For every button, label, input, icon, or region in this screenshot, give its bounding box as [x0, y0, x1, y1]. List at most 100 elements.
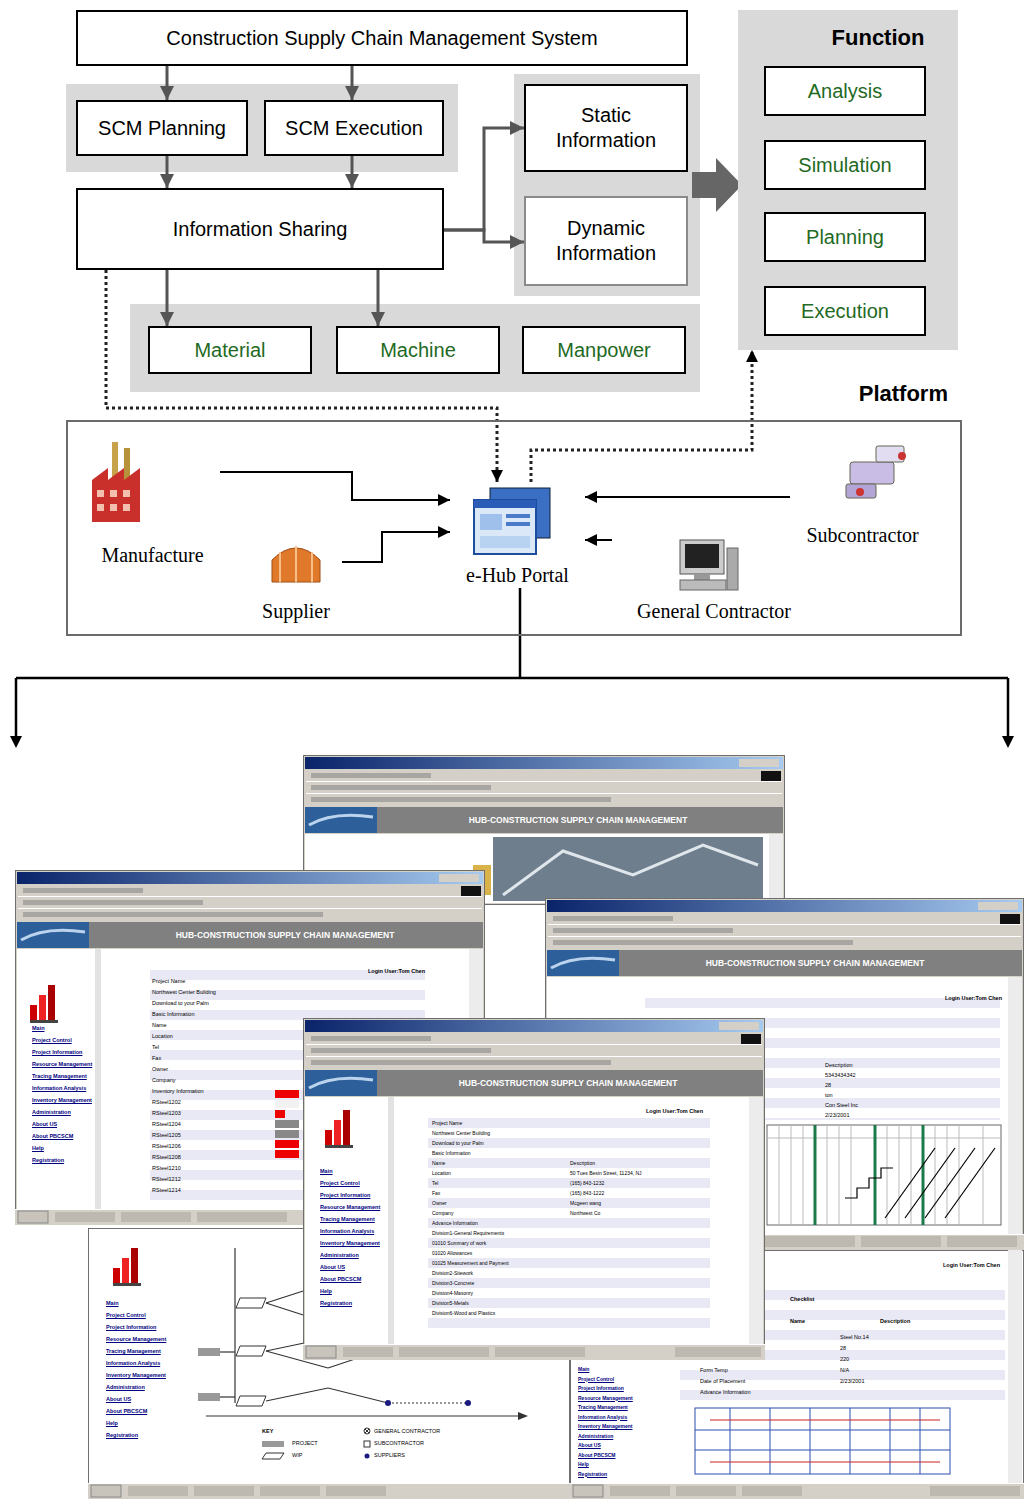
login-text: Login User:Tom Chen	[910, 995, 1002, 1002]
table-cell: 2/23/2001	[825, 1112, 1005, 1119]
table-cell: Fax	[432, 1190, 564, 1196]
node-label: SCM Planning	[98, 116, 226, 141]
table-cell: 50 Tues Besin Street, 11234, NJ	[570, 1170, 700, 1176]
process-box: Information Sharing	[76, 188, 444, 270]
big-arrow	[692, 158, 742, 212]
table-cell: Owner	[152, 1066, 272, 1073]
table-cell: Basic Information	[432, 1150, 564, 1156]
table-cell: Project Name	[432, 1120, 564, 1126]
table-cell: Basic Information	[152, 1011, 272, 1018]
table-cell: Description	[570, 1160, 700, 1166]
table-cell: Inventory Information	[152, 1088, 272, 1095]
resource-box: Machine	[336, 326, 500, 374]
menu-link: Project Control	[106, 1312, 168, 1319]
menu-link: Resource Management	[320, 1204, 380, 1211]
node-label: Information Sharing	[173, 217, 348, 242]
node-label: Simulation	[798, 153, 891, 178]
table-cell: Division4-Masonry	[432, 1290, 564, 1296]
table-cell: 5343434342	[825, 1072, 1005, 1079]
node-label: Machine	[380, 338, 456, 363]
menu-link: Information Analysis	[320, 1228, 380, 1235]
menu-link: Project Control	[578, 1376, 638, 1382]
grey-band	[66, 74, 700, 392]
table-cell: Advance Information	[432, 1220, 564, 1226]
node-label: SCM Execution	[285, 116, 423, 141]
node-label: Supplier	[262, 599, 330, 624]
table-cell: Northwest Co	[570, 1210, 700, 1216]
table-cell: Division2-Sitework	[432, 1270, 564, 1276]
node-label: Planning	[806, 225, 884, 250]
menu-link: Main	[106, 1300, 168, 1307]
resource-box: Material	[148, 326, 312, 374]
connector	[585, 539, 612, 541]
menu-link: Registration	[106, 1432, 168, 1439]
login-text: Login User:Tom Chen	[628, 1108, 703, 1115]
table-cell: N/A	[840, 1367, 960, 1374]
menu-link: Inventory Management	[578, 1423, 638, 1429]
node-label: Material	[194, 338, 265, 363]
table-cell: SUPPLIERS	[374, 1452, 484, 1459]
table-cell: Advance Information	[700, 1389, 820, 1396]
screen-header: HUB-CONSTRUCTION SUPPLY CHAIN MANAGEMENT	[378, 815, 778, 825]
party-node: General Contractor	[612, 530, 816, 624]
table-cell: (165) 843-1222	[570, 1190, 700, 1196]
table-cell: Name	[432, 1160, 564, 1166]
split-bracket	[16, 588, 1008, 736]
arrow-head	[10, 736, 22, 748]
function-box: Simulation	[764, 140, 926, 190]
table-cell: Download to your Palm	[152, 1000, 272, 1007]
connector	[585, 496, 790, 498]
table-cell: Location	[432, 1170, 564, 1176]
menu-link: Registration	[32, 1157, 94, 1164]
connector	[444, 128, 524, 230]
info-box: Static Information	[524, 84, 688, 172]
table-cell: Northwest Center Building	[432, 1130, 564, 1136]
menu-link: Help	[106, 1420, 168, 1427]
process-box: SCM Planning	[76, 100, 248, 156]
table-cell: Date of Placement	[700, 1378, 820, 1385]
function-panel: FunctionAnalysisSimulationPlanningExecut…	[738, 10, 958, 350]
table-cell: Owner	[432, 1200, 564, 1206]
party-node: Supplier	[250, 532, 342, 624]
menu-link: Project Control	[32, 1037, 94, 1044]
node-label: e-Hub Portal	[466, 563, 569, 588]
browser-window: HUB-CONSTRUCTION SUPPLY CHAIN MANAGEMENT…	[303, 1018, 765, 1360]
table-cell: (165) 843-1232	[570, 1180, 700, 1186]
table-cell: ton	[825, 1092, 1005, 1099]
table-cell: RSteel1208	[152, 1154, 272, 1161]
table-cell: RSteel1214	[152, 1187, 272, 1194]
table-cell: Division5-Metals	[432, 1300, 564, 1306]
connector	[106, 270, 497, 482]
screen-header: HUB-CONSTRUCTION SUPPLY CHAIN MANAGEMENT	[620, 958, 1010, 968]
info-box: Dynamic Information	[524, 196, 688, 286]
supplier-icon	[272, 546, 320, 582]
panel-heading: Platform	[859, 380, 948, 408]
node-label: Execution	[801, 299, 889, 324]
table-cell: Project Name	[152, 978, 272, 985]
menu-link: About US	[106, 1396, 168, 1403]
table-cell: SUBCONTRACTOR	[374, 1440, 484, 1447]
table-cell: Company	[432, 1210, 564, 1216]
table-cell: Description	[825, 1062, 1005, 1069]
menu-link: Project Information	[320, 1192, 380, 1199]
menu-link: Resource Management	[106, 1336, 168, 1343]
menu-link: Project Information	[578, 1385, 638, 1391]
connector	[166, 66, 169, 100]
factory-icon	[92, 442, 140, 522]
platform-frame: PlatformManufactureSuppliere-Hub PortalS…	[66, 420, 962, 636]
connector	[220, 472, 450, 500]
panel-heading: Function	[808, 24, 948, 52]
table-cell: Division1-General Requirements	[432, 1230, 564, 1236]
table-cell: 2/23/2001	[840, 1378, 960, 1385]
menu-link: Administration	[32, 1109, 94, 1116]
table-cell: Download to your Palm	[432, 1140, 564, 1146]
table-cell: 28	[840, 1345, 960, 1352]
connector	[342, 532, 450, 562]
table-heading: Name	[790, 1318, 870, 1325]
table-cell: 01025 Measurement and Payment	[432, 1260, 564, 1266]
menu-link: Project Information	[106, 1324, 168, 1331]
portal-node: e-Hub Portal	[450, 482, 585, 588]
table-cell: 28	[825, 1082, 1005, 1089]
